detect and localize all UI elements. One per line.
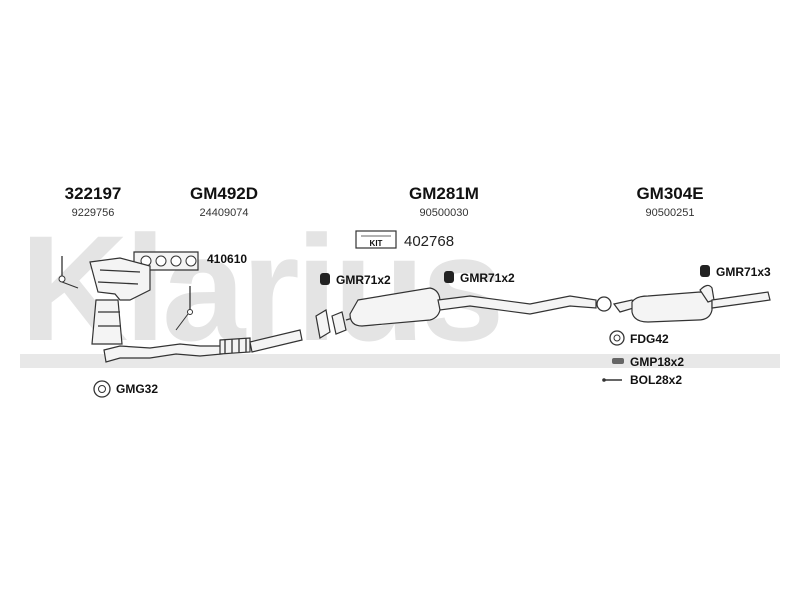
oe-number-2: 24409074 — [200, 207, 249, 219]
part-number-4: GM304E — [636, 184, 703, 203]
clamp-icon — [315, 309, 347, 339]
fitting-kit-icon: KIT — [355, 230, 397, 249]
mount-label-3: GMR71x3 — [716, 265, 771, 279]
front-pipe-icon — [103, 329, 303, 363]
kit-number: 402768 — [404, 233, 454, 250]
gmg-label: GMG32 — [116, 382, 158, 396]
flange-gasket-icon — [609, 330, 625, 346]
mount-label-2: GMR71x2 — [460, 271, 515, 285]
oe-number-3: 90500030 — [420, 207, 469, 219]
bolt-icon — [602, 378, 622, 382]
gasket-label: 410610 — [207, 252, 247, 266]
rubber-mount-icon — [612, 358, 624, 364]
watermark-bar — [20, 354, 780, 368]
oe-number-1: 9229756 — [72, 207, 115, 219]
flange-gasket-icon — [93, 380, 111, 398]
rubber-mount-icon — [444, 271, 454, 283]
oe-number-4: 90500251 — [646, 207, 695, 219]
gmp-label: GMP18x2 — [630, 355, 684, 369]
kit-badge: KIT — [370, 239, 383, 248]
fdg-label: FDG42 — [630, 332, 669, 346]
part-number-1: 322197 — [65, 184, 122, 203]
rubber-mount-icon — [320, 273, 330, 285]
bol-label: BOL28x2 — [630, 373, 682, 387]
catalytic-converter-icon — [89, 257, 151, 345]
middle-silencer-icon — [345, 287, 612, 327]
part-number-2: GM492D — [190, 184, 258, 203]
lambda-sensor-icon — [58, 256, 79, 289]
mount-label-1: GMR71x2 — [336, 273, 391, 287]
rear-silencer-icon — [612, 284, 771, 323]
rubber-mount-icon — [700, 265, 710, 277]
stud-icon — [175, 286, 193, 331]
part-number-3: GM281M — [409, 184, 479, 203]
